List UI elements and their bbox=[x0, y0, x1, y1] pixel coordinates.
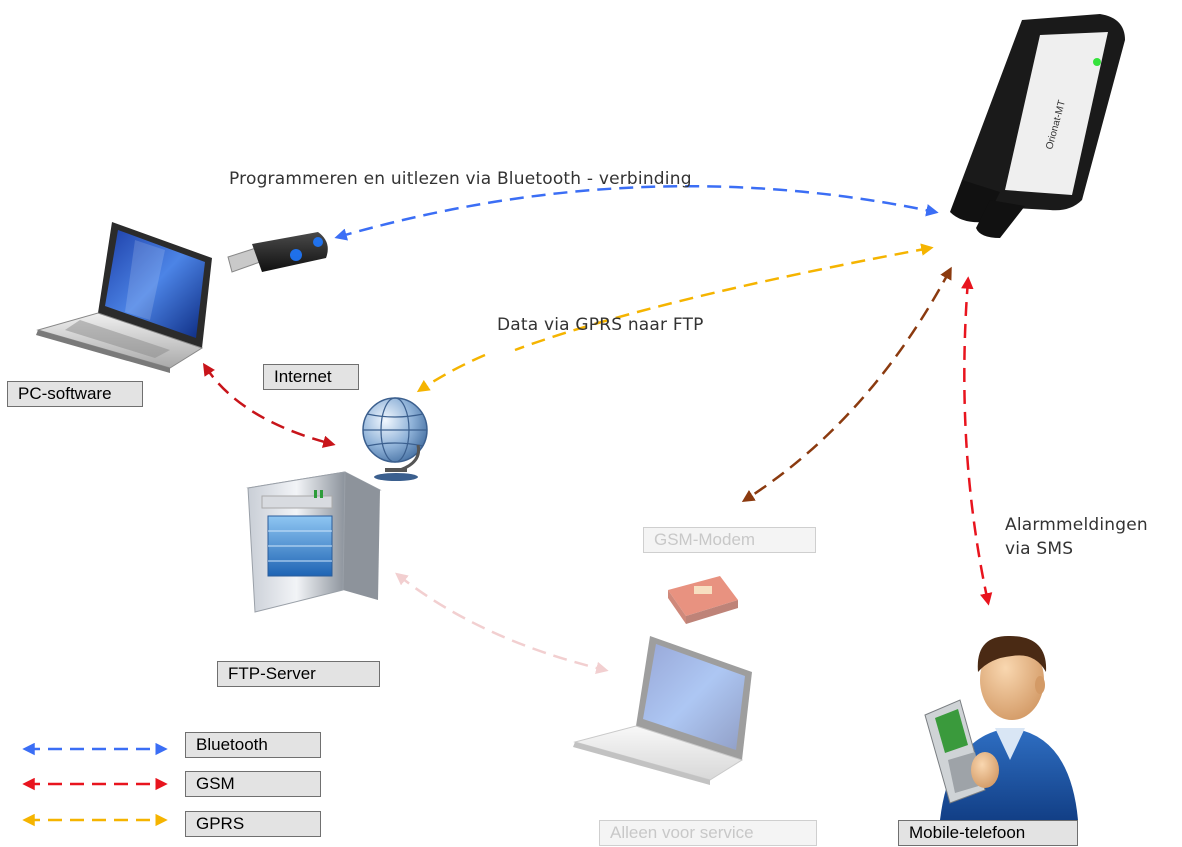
service-faded-arrow bbox=[395, 572, 609, 675]
sms-alarm-caption: Alarmmeldingen via SMS bbox=[1005, 513, 1148, 561]
gprs-to-ftp-arrow bbox=[416, 353, 486, 393]
internet-globe-icon bbox=[362, 397, 428, 481]
bluetooth-dongle-icon bbox=[227, 232, 328, 273]
ftp-server-icon bbox=[246, 471, 382, 613]
mobile-phone-label: Mobile-telefoon bbox=[898, 820, 1078, 846]
service-only-label: Alleen voor service bbox=[599, 820, 817, 846]
gprs-link-caption: Data via GPRS naar FTP bbox=[497, 315, 704, 335]
pc-software-label: PC-software bbox=[7, 381, 143, 407]
legend-gprs-label: GPRS bbox=[185, 811, 321, 837]
pc-laptop-icon bbox=[36, 222, 212, 373]
service-laptop-icon bbox=[573, 636, 752, 785]
bluetooth-link-caption: Programmeren en uitlezen via Bluetooth -… bbox=[229, 169, 692, 189]
gsm-modem-label: GSM-Modem bbox=[643, 527, 816, 553]
mobile-user-icon bbox=[924, 635, 1078, 820]
sms-alarm-caption-line2: via SMS bbox=[1005, 539, 1074, 559]
orionat-mt-device-icon: Orionat-MT bbox=[950, 14, 1125, 238]
gsm-modem-connection-arrow bbox=[741, 266, 952, 503]
sms-alarm-caption-line1: Alarmmeldingen bbox=[1005, 515, 1148, 535]
sms-alarm-arrow bbox=[961, 276, 993, 606]
ftp-server-label: FTP-Server bbox=[217, 661, 380, 687]
internet-label: Internet bbox=[263, 364, 359, 390]
gsm-modem-icon bbox=[668, 576, 738, 624]
internet-gsm-arrow bbox=[202, 362, 336, 448]
legend-bluetooth-label: Bluetooth bbox=[185, 732, 321, 758]
bluetooth-connection-arrow bbox=[334, 184, 939, 241]
legend-gsm-label: GSM bbox=[185, 771, 321, 797]
gprs-device-to-laptop-arrow bbox=[514, 243, 934, 352]
